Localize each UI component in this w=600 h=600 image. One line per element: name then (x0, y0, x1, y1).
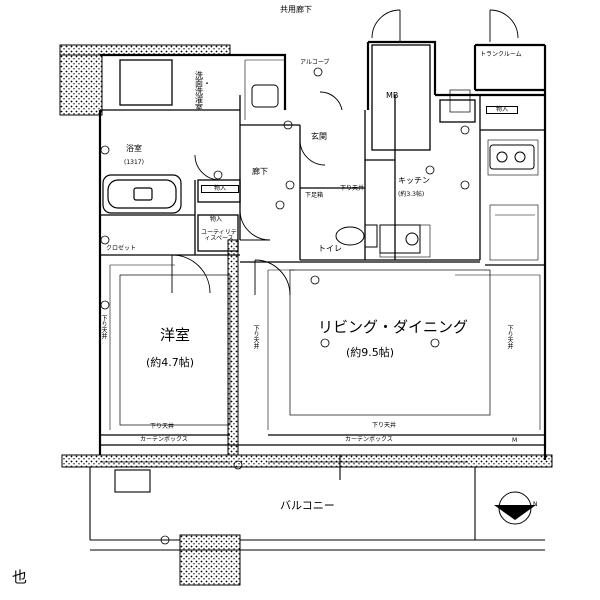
lowered-ceiling-mid-label: 下り天井 (252, 325, 259, 349)
storage-utility-label: 物入 (210, 216, 223, 223)
kitchen-size-label: (約3.3帖) (398, 191, 425, 198)
alcove-label: アルコーブ (300, 59, 330, 66)
interior-walls (100, 44, 545, 446)
corridor-label: 共用廊下 (280, 5, 312, 14)
living-dining-label: リビング・ダイニング (318, 318, 469, 336)
western-room-label: 洋室 (160, 326, 191, 344)
balcony-outline (89, 455, 545, 551)
door-swings (171, 9, 519, 296)
lowered-ceiling-east-label: 下り天井 (506, 325, 513, 349)
lowered-ceiling-south-label: 下り天井 (372, 422, 397, 429)
m-mark-label: M (512, 437, 518, 444)
lowered-ceiling-west-label: 下り天井 (100, 315, 107, 339)
utility-space-label: ユーティリティスペース (201, 229, 237, 242)
sink-fixtures (251, 84, 535, 254)
curtain-box-west-label: カーテンボックス (140, 436, 188, 443)
bath-label: 浴室 (126, 144, 142, 153)
outlet-symbols (100, 67, 470, 545)
curtain-box-east-label: カーテンボックス (345, 436, 393, 443)
corner-char: 也 (12, 568, 28, 586)
toilet-label: トイレ (318, 244, 342, 253)
balcony-label: バルコニー (280, 499, 335, 512)
storage-kitchen-label: 物入 (486, 106, 518, 114)
living-dining-size-label: (約9.5帖) (346, 346, 395, 359)
compass-north-label: N (533, 501, 538, 508)
closet-label: クロゼット (106, 245, 137, 252)
structural-walls (59, 44, 553, 586)
washroom-label: 洗面・洗濯室 (195, 71, 211, 112)
living-ceiling-boxes (119, 89, 491, 426)
lowered-ceiling-entrance-label: 下り天井 (340, 185, 365, 192)
bath-size-label: (1317) (124, 159, 144, 166)
hairlines (109, 59, 541, 430)
outer-walls (98, 40, 547, 460)
mb-label: MB (386, 91, 399, 100)
compass-icon (494, 491, 536, 525)
entrance-label: 玄関 (311, 132, 327, 141)
lowered-ceiling-west-south-label: 下り天井 (150, 423, 175, 430)
shoe-box-label: 下足箱 (305, 192, 324, 199)
hallway-label: 廊下 (252, 167, 268, 176)
western-room-size-label: (約4.7帖) (146, 356, 195, 369)
bathtub (102, 174, 182, 214)
trunk-room-label: トランクルーム (480, 51, 522, 58)
toilet-fixture (335, 224, 378, 248)
storage-hall-label: 物入 (201, 185, 239, 193)
kitchen-label: キッチン (398, 176, 430, 185)
